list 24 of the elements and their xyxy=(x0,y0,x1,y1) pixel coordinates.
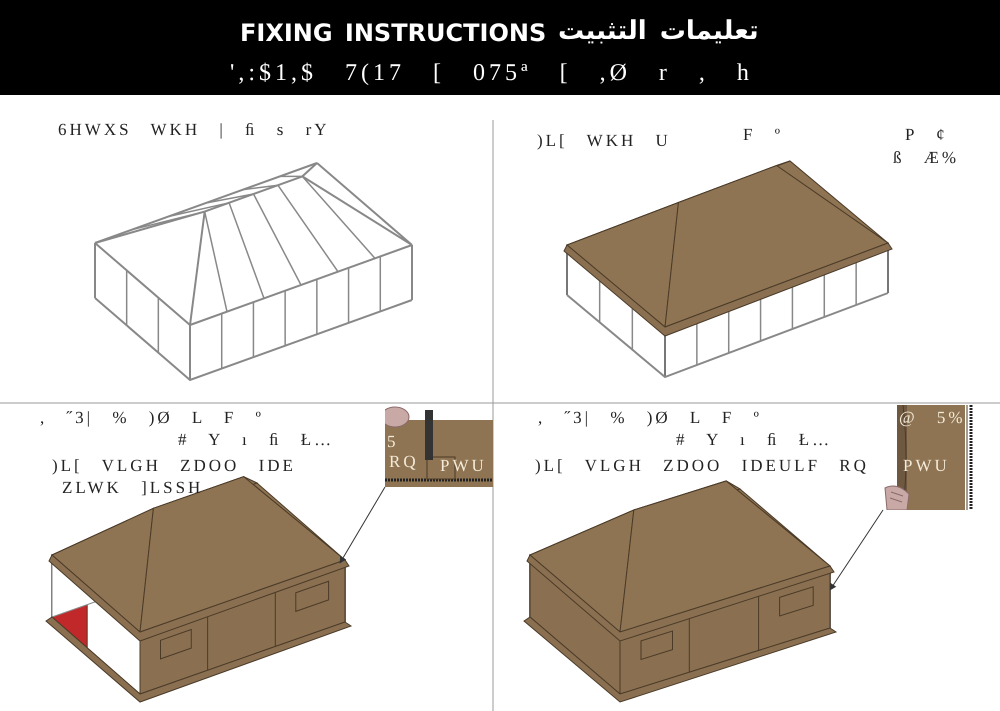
inset-text: 5 xyxy=(387,432,398,452)
step-text: # Y ı ﬁ Ł… xyxy=(676,430,832,450)
zipper-detail-inset xyxy=(883,405,975,510)
leader-arrow xyxy=(340,486,386,564)
inset-text: PWU xyxy=(903,456,950,476)
title: تعليمات التثبيت xyxy=(558,16,759,46)
step-text: ZLWK ]LSSH xyxy=(62,478,204,498)
step-text: ß Æ% xyxy=(893,148,960,168)
step-text: )L[ WKH U xyxy=(537,131,671,151)
inset-text: RQ xyxy=(389,452,419,472)
step-text: 6HWXS WKH | ﬁ s rY xyxy=(58,120,330,140)
step-text: P ¢ xyxy=(905,125,948,145)
step-text: F º xyxy=(743,125,783,145)
zipper-detail-inset xyxy=(385,405,493,487)
inset-text: @ 5% xyxy=(899,408,966,428)
step-text: )L[ VLGH ZDOO IDE xyxy=(52,456,296,476)
title: FIXING INSTRUCTIONS xyxy=(240,18,546,48)
step-text: , ˝3| % )Ø L F º xyxy=(538,408,762,428)
inset-text: PWU xyxy=(440,456,487,476)
subtitle: ',:$1,$ 7(17 [ 075ª [ ,Ø r , h xyxy=(230,59,753,88)
step-text: # Y ı ﬁ Ł… xyxy=(178,430,334,450)
leader-arrow xyxy=(830,510,884,591)
step-text: )L[ VLGH ZDOO IDEULF RQ xyxy=(535,456,869,476)
step-text: , ˝3| % )Ø L F º xyxy=(40,408,264,428)
